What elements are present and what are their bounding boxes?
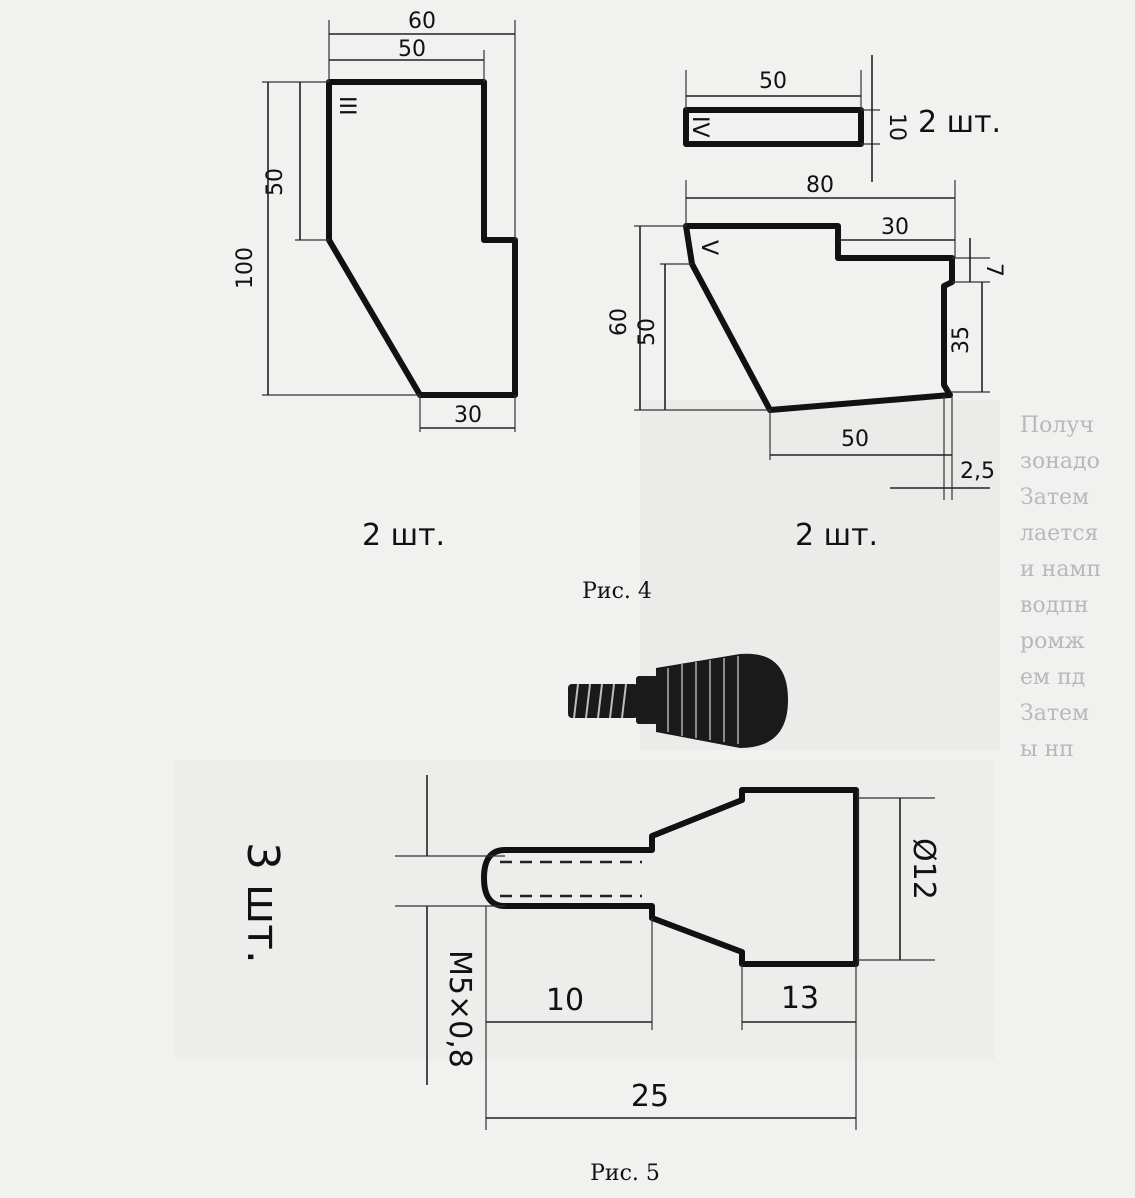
part-iv-outline [683,107,864,147]
screw-outline [481,787,859,967]
part-iii-outline [326,79,518,398]
part-v-outline [683,223,955,413]
screw-drawing: M5×0,8 10 13 25 Ø12 3 шт. [237,775,941,1130]
figure-5-caption: Рис. 5 [590,1161,660,1186]
bleed-text-line: Получ [1020,413,1094,438]
dim-tab-offset: 2,5 [960,459,995,484]
bleed-through-text: Получ зонадо Затем лается и намп водпн р… [1020,413,1101,762]
dim-lower-height: 50 [635,318,660,346]
part-iii-drawing: III 60 50 50 100 30 2 шт. [233,9,518,553]
dim-head-diameter: Ø12 [906,838,941,900]
part-iii-quantity: 2 шт. [362,518,445,553]
part-v-label: V [696,240,721,255]
dim-total-height: 60 [607,308,632,336]
bleed-text-line: и намп [1020,557,1101,582]
part-v-quantity: 2 шт. [795,518,878,553]
bleed-text-line: Затем [1020,485,1089,510]
dim-top-width: 50 [398,37,426,62]
dim-thread: M5×0,8 [442,950,477,1068]
dim-step-width: 30 [881,215,909,240]
bleed-text-line: лается [1020,521,1098,546]
dim-upper-height: 50 [263,168,288,196]
dim-overall-width: 80 [806,173,834,198]
figure-4-caption: Рис. 4 [582,579,652,604]
dim-step-drop: 7 [981,263,1006,277]
dim-thread-length: 10 [546,983,584,1018]
dim-bottom-width: 50 [841,427,869,452]
dim-head-length: 13 [781,981,819,1016]
screw-photo [568,653,788,748]
bleed-text-line: водпн [1020,593,1089,618]
dim-thickness: 10 [884,113,909,141]
dim-total-height: 100 [233,247,258,289]
part-iv-quantity: 2 шт. [918,105,1001,140]
bleed-text-line: ем пд [1020,665,1085,690]
part-iv-label: IV [687,116,712,138]
dim-bottom-width: 30 [454,403,482,428]
dim-tab-height: 35 [949,326,974,354]
bleed-text-line: зонадо [1020,449,1100,474]
part-iii-label: III [334,96,359,115]
screw-quantity: 3 шт. [237,842,288,964]
dim-total-length: 25 [631,1079,669,1114]
bleed-text-line: ромж [1020,629,1085,654]
dim-overall-width: 60 [408,9,436,34]
bleed-text-line: Затем [1020,701,1089,726]
part-iv-drawing: IV 50 10 2 шт. [683,55,1001,182]
part-v-drawing: V 80 30 60 50 7 35 50 2,5 [607,173,1006,553]
bleed-text-line: ы нп [1020,737,1074,762]
background-bleed-panel-lower [175,760,995,1060]
dim-length: 50 [759,69,787,94]
